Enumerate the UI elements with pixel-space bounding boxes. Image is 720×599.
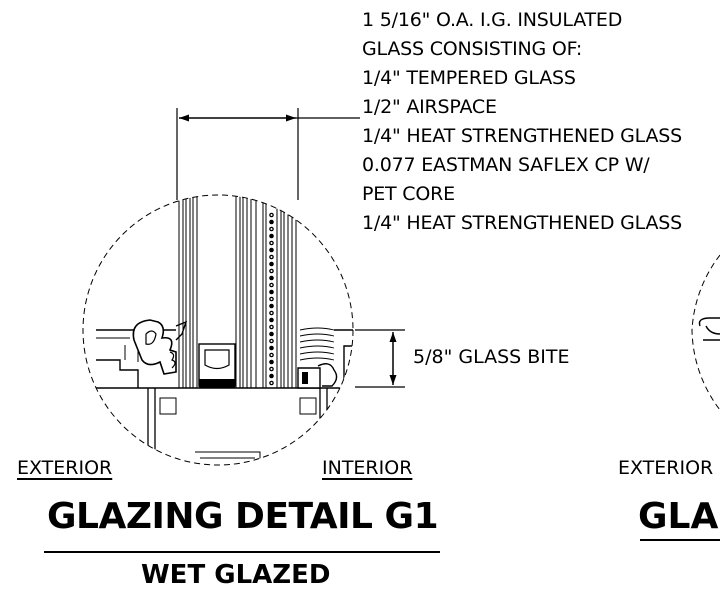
- glass-callout: 1 5/16" O.A. I.G. INSULATED GLASS CONSIS…: [362, 6, 682, 238]
- exterior-label-2: EXTERIOR: [618, 457, 714, 479]
- glazing-section: [96, 195, 353, 465]
- glass-bite-label: 5/8" GLASS BITE: [413, 346, 570, 368]
- detail-title: GLAZING DETAIL G1: [47, 496, 439, 537]
- callout-line: 1 5/16" O.A. I.G. INSULATED: [362, 9, 623, 31]
- callout-line: 1/2" AIRSPACE: [362, 96, 497, 118]
- callout-line: 1/4" HEAT STRENGTHENED GLASS: [362, 125, 682, 147]
- detail-circle-2: [691, 254, 720, 411]
- detail-subtitle: WET GLAZED: [141, 560, 331, 590]
- callout-line: 1/4" HEAT STRENGTHENED GLASS: [362, 212, 682, 234]
- exterior-label: EXTERIOR: [17, 457, 113, 479]
- detail-title-2: GLA: [638, 496, 719, 537]
- interior-label: INTERIOR: [322, 457, 413, 479]
- callout-line: 1/4" TEMPERED GLASS: [362, 67, 576, 89]
- callout-line: PET CORE: [362, 183, 455, 205]
- callout-line: 0.077 EASTMAN SAFLEX CP W/: [362, 154, 650, 176]
- callout-line: GLASS CONSISTING OF:: [362, 38, 583, 60]
